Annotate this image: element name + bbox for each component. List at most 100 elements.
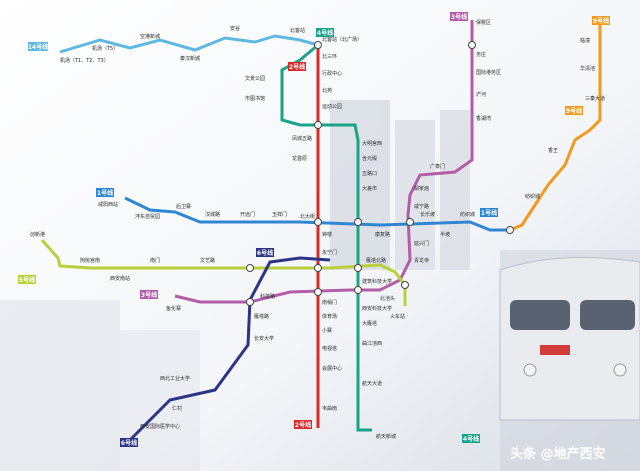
station-label: 阿房宫南 [80,257,100,264]
station-label: 安谷 [230,25,240,32]
station-label: 务庄 [476,51,486,58]
station-label: 华清池 [580,65,595,72]
station-label: 西安国际医学中心 [140,423,180,430]
station-label: 机场（T5） [92,45,118,52]
station-label: 汉城路 [205,211,220,218]
station-label: 韦曲南 [322,405,337,412]
station-label: 科技路 [260,293,275,300]
badge-line-4-south: 4号线 [463,435,479,443]
station-label: 永宁门 [322,249,337,256]
station-label: 胡家庙 [414,185,429,192]
station-label: 国际港务区 [476,69,501,76]
station-label: 火车站 [390,313,405,320]
station-label: 大差市 [362,185,377,192]
station-label: 仁村 [172,405,182,412]
station-label: 建筑科技大学 [362,278,392,285]
line-badges: 14号线 2号线 4号线 3号线 9号线 1号线 5号线 6号线 3号线 2号线… [18,12,610,447]
station-label: 市图书馆 [245,95,265,102]
badge-line-6: 6号线 [257,249,273,257]
station-label: 南稍门 [322,299,337,306]
station-label: 青龙寺 [414,257,429,264]
badge-line-4: 4号线 [317,29,333,37]
station-label: 空港新城 [140,33,160,40]
station-label: 纺织城 [460,211,475,218]
badge-line-2: 2号线 [289,63,305,71]
line-1-track [124,196,510,232]
station-label: 西安科技大学 [362,305,392,312]
badge-line-9: 9号线 [593,17,609,25]
station-label: 咸宁路 [414,203,429,210]
station-label: 文景公园 [245,75,265,82]
station-label: 长安大学 [254,335,274,342]
badge-line-14: 14号线 [28,43,48,51]
station-label: 广泰门 [430,163,445,170]
station-label: 钟楼 [322,231,332,238]
station-label: 航天新城 [376,433,396,440]
metro-train-decoration [499,257,640,421]
station-label: 开远门 [240,211,255,218]
station-label: 龙首原 [292,155,307,162]
station-label: 凤城五路 [292,135,312,142]
station-label: 玉祥门 [272,211,287,218]
station-label: 电视塔 [322,345,337,352]
station-label: 沣东自贸园 [135,213,160,220]
badge-line-3: 3号线 [451,13,467,21]
station-label: 大雁塔 [362,320,377,327]
station-label: 浐河 [476,91,486,98]
station-label: 北大街 [300,213,315,220]
station-label: 三秦大道 [585,95,605,102]
line-6-track [128,256,331,442]
station-label: 半坡 [440,231,450,238]
station-label: 临潼 [580,37,590,44]
station-label: 香湖湾 [476,115,491,122]
station-label: 行政中心 [322,70,342,77]
station-label: 曲江池西 [362,340,382,347]
station-label: 西安南站 [110,275,130,282]
station-label: 创新港 [30,231,45,238]
station-label: 五路口 [362,170,377,177]
station-label: 长乐坡 [420,211,435,218]
station-label: 南门 [150,257,160,264]
station-label: 机场（T1、T2、T3） [60,57,109,64]
station-label: 体育场 [322,313,337,320]
station-label: 航天大道 [362,380,382,387]
line-3-track [174,20,474,304]
station-label: 康复路 [375,231,390,238]
station-label: 咸阳西站 [98,201,118,208]
station-label: 含元殿 [362,155,377,162]
line-14-track [59,34,319,54]
badge-line-2-south: 2号线 [295,421,311,429]
badge-line-1-east: 1号线 [481,209,497,217]
station-label: 雁塔北路 [366,257,386,264]
station-label: 延兴门 [414,240,429,247]
badge-line-1: 1号线 [97,189,113,197]
station-label: 北客站（北广场） [322,36,362,43]
station-label: 北池头 [380,295,395,302]
watermark-text: 头条 @地产西安 [510,446,606,462]
station-label: 秦汉新城 [180,55,200,62]
station-label: 雁塔路 [254,313,269,320]
station-label: 后卫寨 [176,203,191,210]
station-label: 北客站 [290,27,305,34]
station-label: 北苑 [322,87,332,94]
line-5-track [40,239,407,306]
line-9-track [509,25,602,232]
station-label: 保税区 [476,19,491,26]
station-label: 纺织城 [525,193,540,200]
station-label: 鱼化寨 [166,305,181,312]
station-label: 北三环 [322,53,337,60]
station-label: 香王 [548,147,558,154]
badge-line-9-mid: 9号线 [566,107,582,115]
station-label: 会展中心 [322,365,342,372]
station-label: 小寨 [322,327,332,334]
station-label: 西北工业大学 [160,375,190,382]
transfer-stations [246,41,514,306]
badge-line-5: 5号线 [19,276,35,284]
badge-line-6-south: 6号线 [121,439,137,447]
station-labels: 机场（T1、T2、T3） 机场（T5） 空港新城 秦汉新城 安谷 北客站 北客站… [30,19,605,440]
station-label: 文艺路 [200,257,215,264]
badge-line-3-west: 3号线 [141,291,157,299]
station-label: 大明宫西 [362,140,382,147]
